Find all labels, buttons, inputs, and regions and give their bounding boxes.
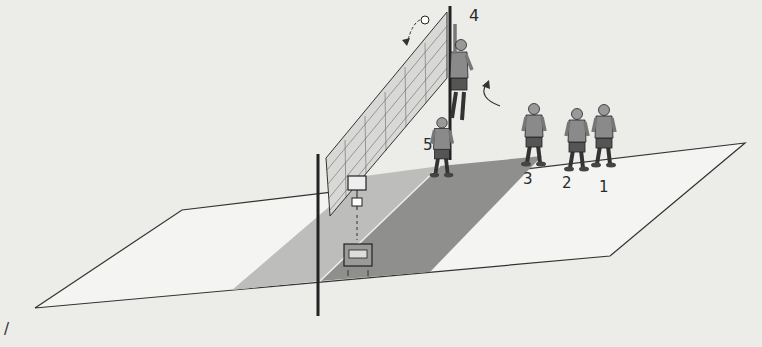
net-post [317,154,320,316]
ball-machine [348,176,366,190]
callout-number: 2 [562,176,572,191]
ball-cart [344,244,372,266]
court [35,143,745,308]
player [521,104,546,167]
callout-number: 4 [469,8,479,24]
net [326,12,447,216]
callout-number: 1 [599,180,609,195]
ball [421,16,429,24]
callout-number: / [4,322,9,337]
player [591,105,616,168]
jumping-player [450,24,472,120]
callout-number: 5 [423,138,433,153]
player [564,109,589,172]
player [430,118,454,178]
callout-number: 3 [523,172,533,187]
ball-path [407,19,422,44]
